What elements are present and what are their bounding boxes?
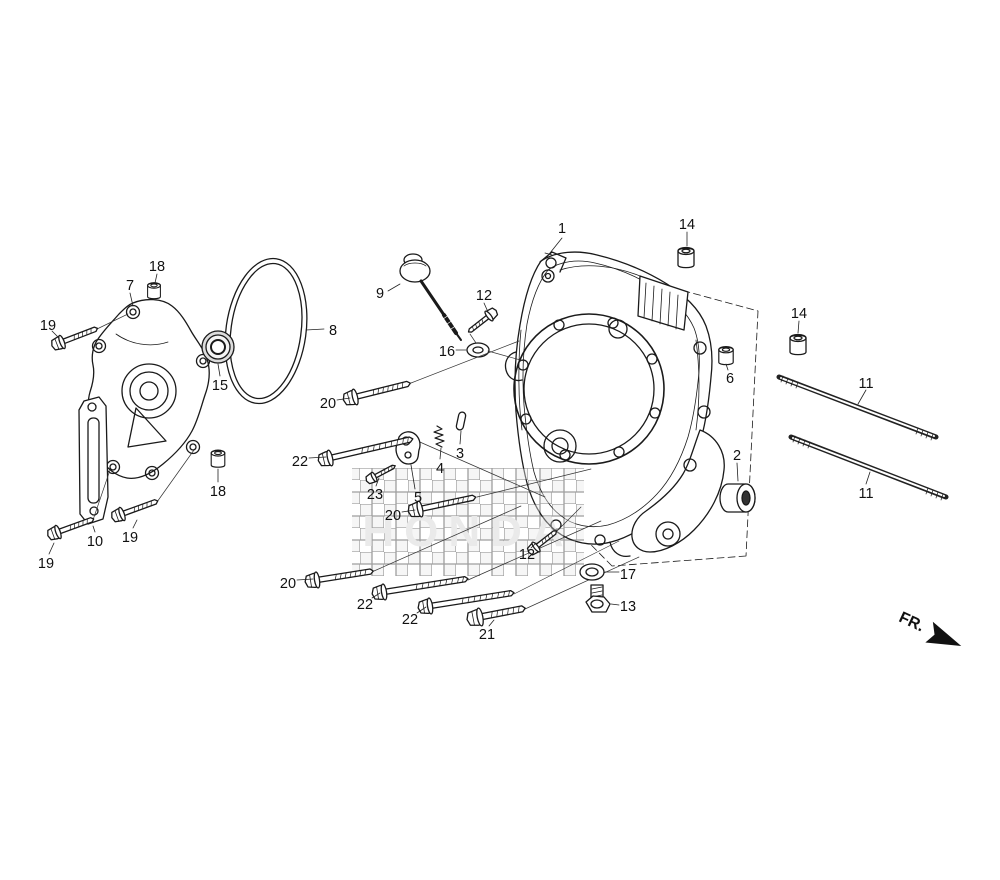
part-label-9: 9 [376,286,384,302]
leader-line-14 [797,320,800,334]
part-label-19: 19 [122,530,138,546]
leader-line-13 [610,603,620,606]
leader-line-12 [530,542,537,549]
part-label-11: 11 [858,376,873,392]
leader-line-22 [308,456,327,459]
bolt-12-a [464,305,501,338]
part-label-3: 3 [456,446,464,462]
dowel-pin [455,411,467,431]
pivot-bracket [395,431,421,465]
oil-seal [201,330,235,364]
collar-6 [718,345,734,366]
leader-line-11 [857,389,867,405]
left-cover-plate [83,298,211,481]
part-label-10: 10 [87,534,103,550]
part-label-12: 12 [476,288,492,304]
leader-line-3 [459,430,462,445]
leader-line-9 [387,283,401,292]
leader-line-23 [375,477,380,487]
part-label-14: 14 [679,217,695,233]
leader-line-20 [296,578,314,581]
leader-line-19 [48,542,55,555]
leader-line-22 [371,592,381,599]
bolt-19-c [108,493,161,525]
part-label-17: 17 [620,567,636,583]
sealing-washer-17 [579,563,605,581]
leader-line-5 [410,464,416,490]
part-label-6: 6 [726,371,734,387]
roller [719,483,756,513]
part-label-18: 18 [210,484,226,500]
collar-18-top [147,282,161,300]
part-label-22: 22 [357,597,373,613]
leader-line-22 [416,606,427,614]
leader-line-20 [336,397,351,401]
collar-14-top [677,246,695,269]
part-label-8: 8 [329,323,337,339]
leader-line-11 [865,471,871,485]
bolt-20-a [340,374,413,409]
stud-bolt-lower [788,434,949,501]
part-label-18: 18 [149,259,165,275]
leader-line-10 [92,525,96,533]
part-label-11: 11 [858,486,873,502]
part-label-20: 20 [385,508,401,524]
bolt-21 [464,598,528,630]
stud-bolt-upper [776,374,939,441]
part-label-5: 5 [414,490,422,506]
part-label-21: 21 [479,627,495,643]
leader-line-20 [401,509,416,513]
part-label-15: 15 [212,378,228,394]
sealing-washer-16 [466,342,490,358]
part-label-19: 19 [40,318,56,334]
part-label-16: 16 [439,344,455,360]
leader-line-21 [488,619,495,627]
honda-watermark: HONDA [352,468,584,576]
collar-14-right [789,333,807,356]
leader-line-7 [129,292,134,307]
leader-line-19 [132,519,138,529]
leader-line-4 [439,447,442,460]
part-label-20: 20 [280,576,296,592]
leader-line-2 [736,462,739,482]
oil-dipstick [399,253,462,341]
part-label-19: 19 [38,556,54,572]
part-label-23: 23 [367,487,383,503]
spring [433,425,445,448]
fr-arrow-icon [925,621,962,646]
part-label-7: 7 [126,278,134,294]
drain-bolt-13 [585,584,611,613]
leader-line-19 [51,330,60,339]
leader-line-8 [305,328,325,331]
part-label-12: 12 [519,547,535,563]
o-ring [224,257,308,405]
part-label-2: 2 [733,448,741,464]
part-label-14: 14 [791,306,807,322]
fr-indicator: FR. [896,609,962,646]
fr-text: FR. [896,609,927,635]
leader-line-1 [545,237,563,259]
leader-line-6 [725,363,729,371]
part-label-4: 4 [436,461,444,477]
leader-line-15 [217,363,221,377]
leader-line-18 [154,273,158,284]
part-label-13: 13 [620,599,636,615]
part-label-22: 22 [402,612,418,628]
part-label-20: 20 [320,396,336,412]
collar-18-mid [210,449,226,468]
bracket-plate [78,396,109,525]
labels-layer: 1234567891011111212131414151617181819191… [38,217,874,643]
part-label-22: 22 [292,454,308,470]
leader-line-12 [483,302,489,313]
part-label-1: 1 [558,221,566,237]
